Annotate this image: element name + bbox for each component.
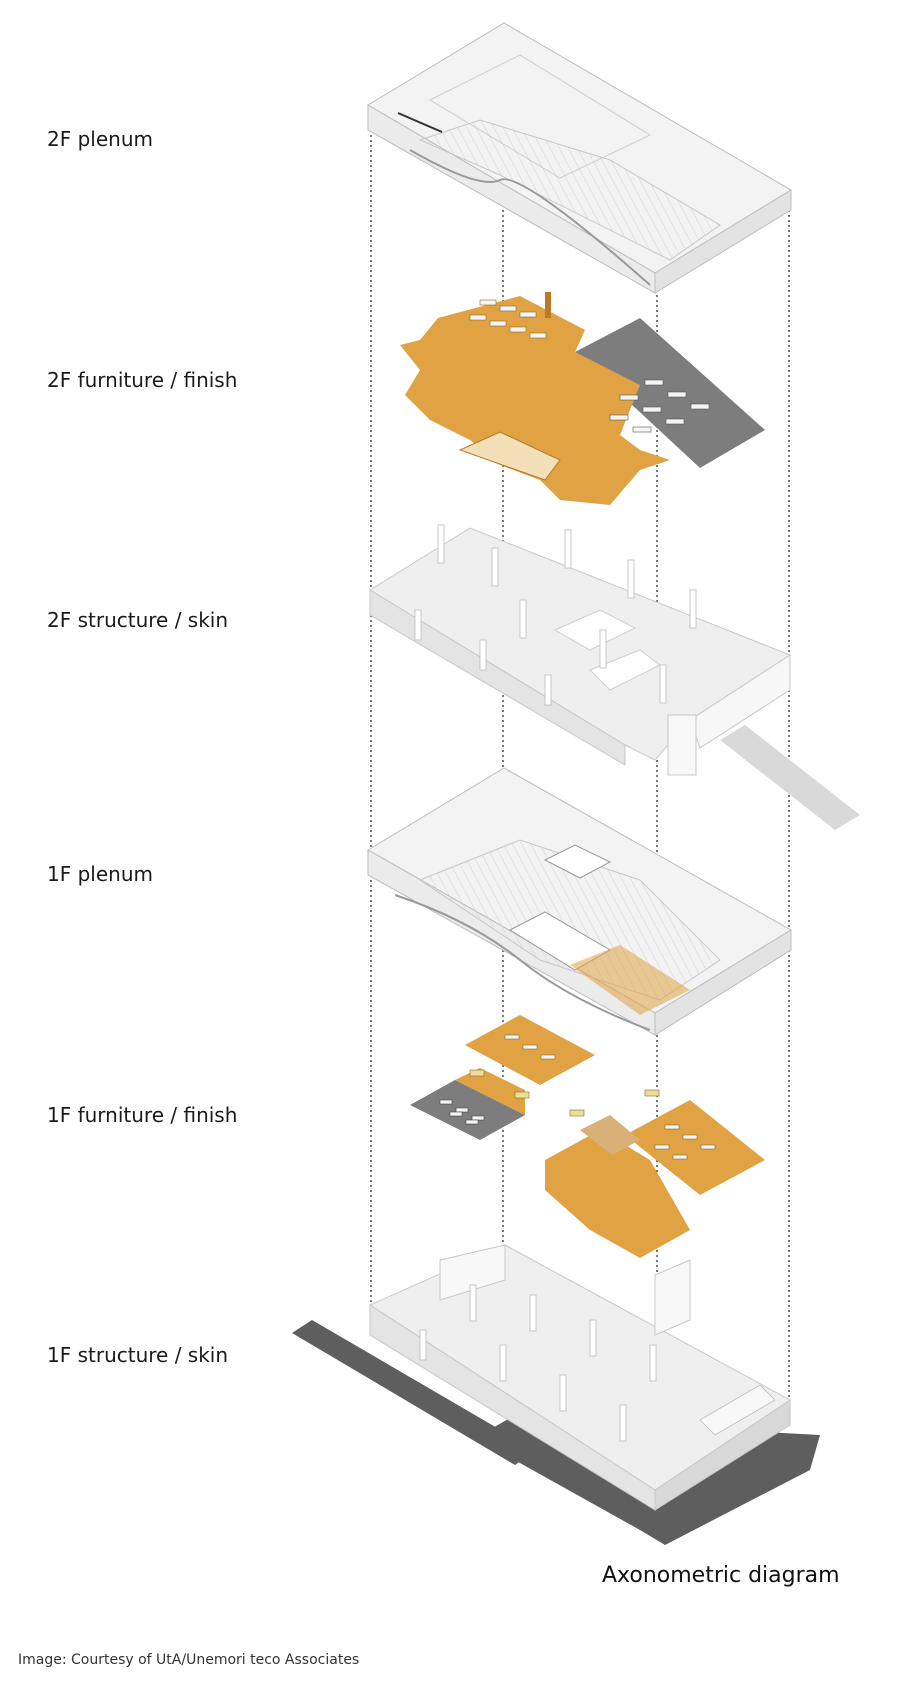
layer-2f-plenum [367,22,792,294]
layer-2f-furniture-finish [400,292,765,505]
layer-label-2f-furniture-finish: 2F furniture / finish [47,368,238,392]
diagram-title: Axonometric diagram [602,1563,840,1588]
layer-1f-plenum [367,767,792,1036]
layer-label-2f-structure-skin: 2F structure / skin [47,608,229,632]
layer-label-1f-furniture-finish: 1F furniture / finish [47,1103,238,1127]
layer-label-2f-plenum: 2F plenum [47,127,153,151]
image-credit: Image: Courtesy of UtA/Unemori teco Asso… [18,1652,360,1668]
layer-1f-furniture-finish [410,1015,765,1258]
layer-1f-structure-skin [292,1244,820,1545]
layer-label-1f-plenum: 1F plenum [47,862,153,886]
layer-label-1f-structure-skin: 1F structure / skin [47,1343,229,1367]
layer-2f-structure-skin [369,524,860,830]
